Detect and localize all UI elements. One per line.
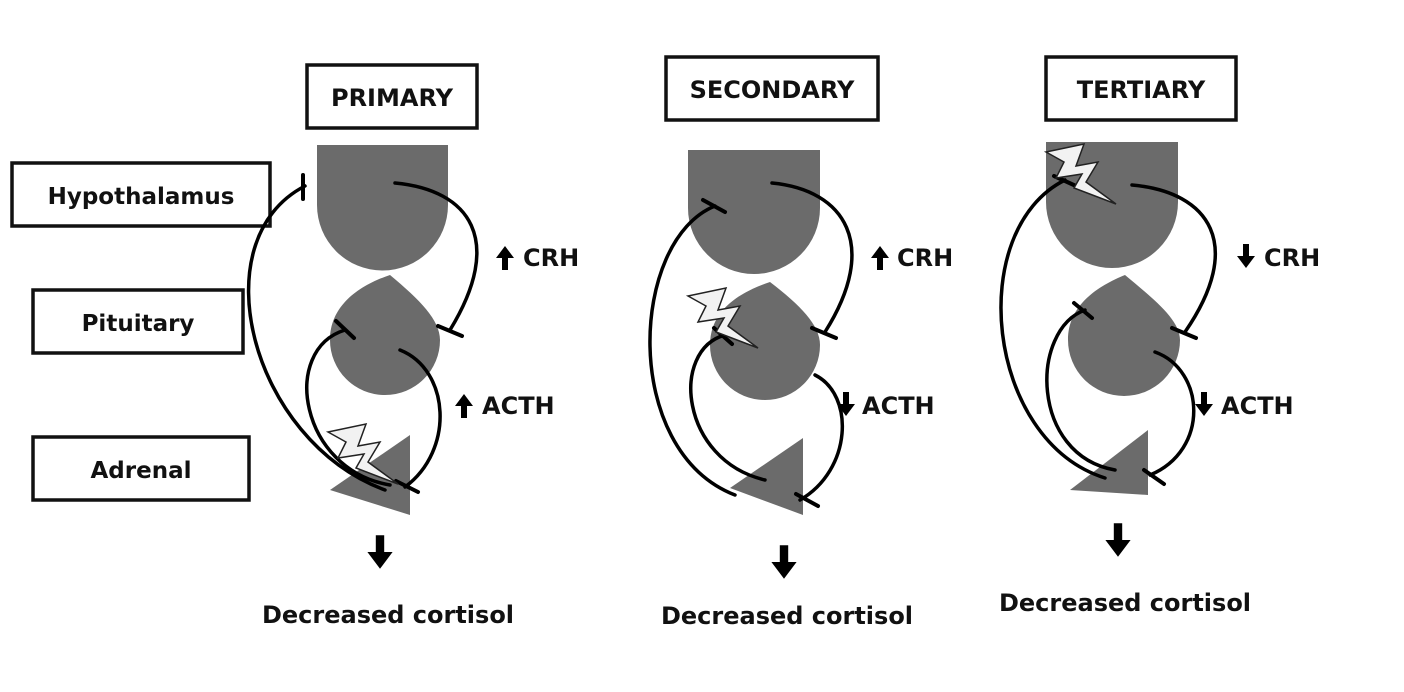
acth-label: ACTH bbox=[862, 392, 935, 420]
acth-down-arrow-icon bbox=[1195, 392, 1213, 416]
panel-title: TERTIARY bbox=[1077, 76, 1206, 104]
panel-title: PRIMARY bbox=[331, 84, 454, 112]
outcome-label: Decreased cortisol bbox=[999, 589, 1251, 617]
pituitary-label-box: Pituitary bbox=[31, 288, 245, 355]
adrenal-shape bbox=[730, 438, 803, 515]
panel-title: SECONDARY bbox=[690, 76, 855, 104]
organ-labels: Hypothalamus Pituitary Adrenal bbox=[10, 161, 272, 502]
panel-title-box: TERTIARY bbox=[1044, 55, 1238, 122]
crh-label: CRH bbox=[897, 244, 953, 272]
cortisol-down-arrow-icon bbox=[367, 535, 393, 569]
hypothalamus-label-box: Hypothalamus bbox=[10, 161, 272, 228]
adrenal-shape bbox=[330, 435, 410, 515]
cortisol-down-arrow-icon bbox=[1105, 523, 1131, 557]
adrenal-shape bbox=[1070, 430, 1148, 495]
panel-secondary: SECONDARY CRH ACTH Decreased cortisol bbox=[648, 55, 953, 630]
cortisol-down-arrow-icon bbox=[771, 545, 797, 579]
pituitary-shape bbox=[1068, 275, 1180, 396]
adrenal-label-box: Adrenal bbox=[31, 435, 251, 502]
hypothalamus-shape bbox=[688, 150, 820, 274]
acth-label: ACTH bbox=[482, 392, 555, 420]
crh-up-arrow-icon bbox=[871, 246, 889, 270]
panel-title-box: SECONDARY bbox=[664, 55, 880, 122]
acth-up-arrow-icon bbox=[455, 394, 473, 418]
hypothalamus-label: Hypothalamus bbox=[48, 184, 235, 210]
adrenal-label: Adrenal bbox=[91, 458, 192, 484]
crh-label: CRH bbox=[523, 244, 579, 272]
panel-tertiary: TERTIARY CRH ACTH Decreased cortisol bbox=[999, 55, 1320, 617]
acth-label: ACTH bbox=[1221, 392, 1294, 420]
pituitary-shape bbox=[330, 275, 441, 396]
crh-up-arrow-icon bbox=[496, 246, 514, 270]
outcome-label: Decreased cortisol bbox=[262, 601, 514, 629]
crh-down-arrow-icon bbox=[1237, 244, 1255, 268]
outcome-label: Decreased cortisol bbox=[661, 602, 913, 630]
hypothalamus-shape bbox=[317, 145, 448, 271]
panel-primary: PRIMARY CRH ACTH Decreased cortisol bbox=[246, 63, 579, 629]
pituitary-label: Pituitary bbox=[82, 311, 195, 337]
panel-title-box: PRIMARY bbox=[305, 63, 479, 130]
crh-label: CRH bbox=[1264, 244, 1320, 272]
